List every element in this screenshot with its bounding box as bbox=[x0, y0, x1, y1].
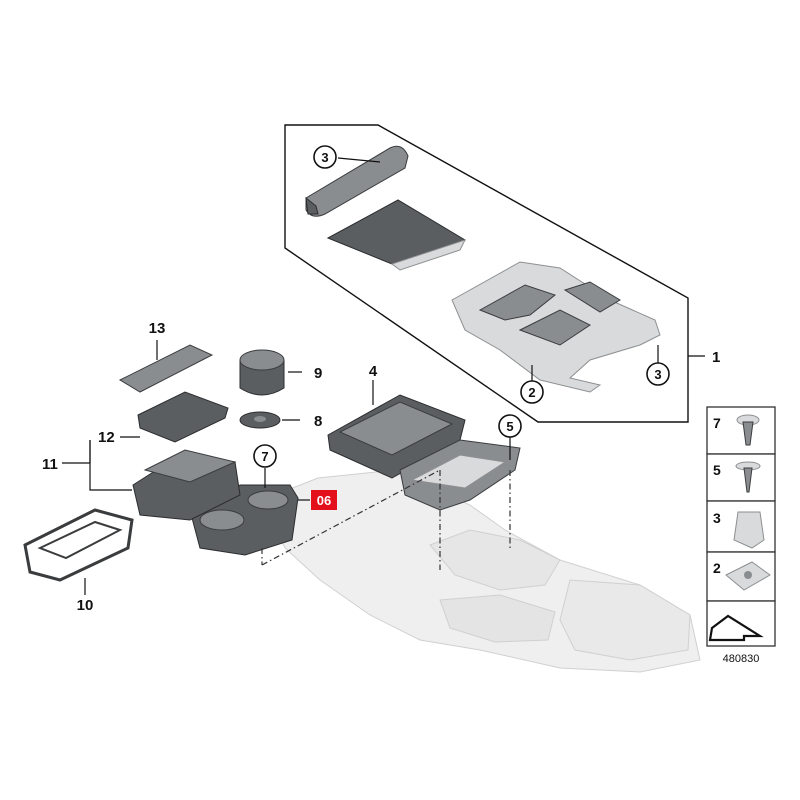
leader-lines bbox=[62, 157, 705, 595]
callout-8: 8 bbox=[314, 413, 322, 430]
callout-3-upper: 3 bbox=[313, 145, 337, 169]
callout-label: 06 bbox=[317, 493, 331, 508]
hardware-legend: 7 5 3 2 480830 bbox=[706, 406, 776, 665]
callout-label: 4 bbox=[369, 363, 378, 380]
callout-label: 10 bbox=[77, 597, 94, 614]
callout-11: 11 bbox=[42, 456, 58, 473]
callout-label: 3 bbox=[321, 150, 328, 165]
callout-label: 8 bbox=[314, 413, 322, 430]
diagram-id: 480830 bbox=[723, 653, 760, 665]
callout-12: 12 bbox=[98, 429, 115, 446]
legend-label: 3 bbox=[713, 510, 721, 526]
legend-box-7 bbox=[706, 406, 776, 455]
screw-icon bbox=[736, 414, 760, 446]
callout-13: 13 bbox=[149, 320, 166, 337]
callout-7: 7 bbox=[253, 444, 277, 468]
callout-label: 2 bbox=[528, 385, 535, 400]
callout-5: 5 bbox=[498, 414, 522, 438]
callout-3-right: 3 bbox=[646, 362, 670, 386]
arrow-icon bbox=[708, 614, 764, 642]
callout-label: 9 bbox=[314, 365, 322, 382]
assembly-lines bbox=[261, 469, 511, 570]
trim-frame-part bbox=[451, 261, 661, 393]
rubber-insert-part bbox=[137, 391, 229, 443]
legend-label: 7 bbox=[713, 415, 721, 431]
upper-group-frame bbox=[284, 124, 689, 423]
trim-panel-part bbox=[326, 199, 467, 271]
ashtray-part bbox=[239, 349, 285, 396]
callout-9: 9 bbox=[314, 365, 322, 382]
callout-label: 11 bbox=[42, 456, 58, 473]
legend-label: 5 bbox=[713, 462, 721, 478]
callout-4: 4 bbox=[369, 363, 378, 380]
callout-label: 12 bbox=[98, 429, 115, 446]
bracket-part bbox=[399, 439, 521, 511]
callout-label: 1 bbox=[712, 349, 720, 366]
mat-part bbox=[118, 344, 214, 393]
tray-part bbox=[327, 394, 466, 479]
center-console-ghost bbox=[261, 469, 701, 673]
storage-box-part bbox=[132, 449, 241, 521]
callout-2: 2 bbox=[520, 380, 544, 404]
screw-washer-icon bbox=[735, 461, 761, 493]
roller-cover-part bbox=[305, 145, 409, 217]
nut-clip-icon bbox=[725, 561, 771, 591]
callout-10: 10 bbox=[77, 597, 94, 614]
clip-icon bbox=[733, 511, 765, 549]
callout-label: 5 bbox=[506, 419, 513, 434]
ring-part bbox=[239, 411, 281, 429]
callout-06-highlight: 06 bbox=[311, 490, 337, 510]
callout-label: 3 bbox=[654, 367, 661, 382]
callout-label: 7 bbox=[261, 449, 268, 464]
frame-part bbox=[23, 508, 134, 582]
callout-1: 1 bbox=[712, 349, 720, 366]
callout-label: 13 bbox=[149, 320, 166, 337]
legend-label: 2 bbox=[713, 560, 721, 576]
